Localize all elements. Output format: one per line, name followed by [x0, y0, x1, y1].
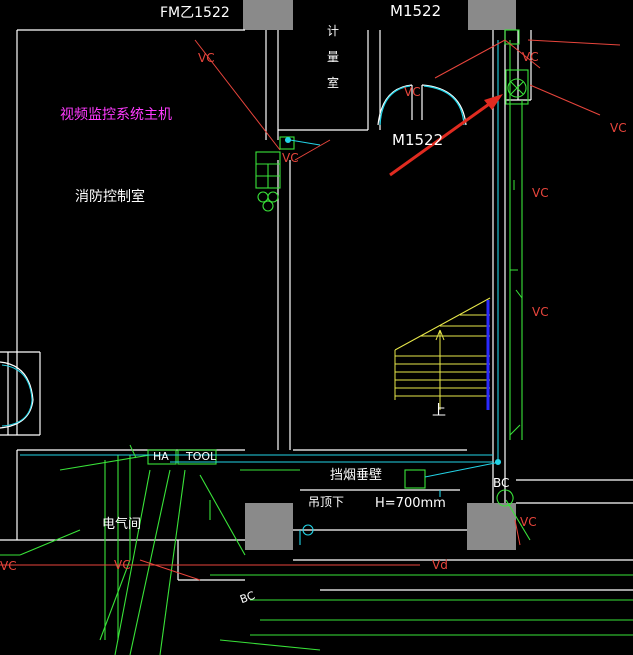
smoke-barrier-label: 挡烟垂壁 [330, 468, 383, 483]
electrical-room-label: 电气间 [102, 517, 142, 532]
vc-annotation: VC [114, 558, 131, 572]
suspended-ceiling-label: 吊顶下 [308, 495, 345, 509]
column [468, 0, 516, 30]
vc-annotation: VC [532, 305, 549, 319]
red-leaders [0, 39, 621, 581]
vc-annotation: VC [198, 51, 215, 65]
vc-annotation: VC [404, 85, 421, 99]
fm-door-label: FM乙1522 [160, 5, 230, 21]
stair-up-label: 上 [432, 403, 446, 419]
structural-columns [243, 0, 516, 550]
column [245, 503, 293, 550]
m1522-mid-label: M1522 [392, 131, 444, 149]
cyan-wiring [20, 40, 502, 545]
door-left-cyan [1, 364, 33, 427]
red-arrow-pointer [389, 94, 503, 177]
column [243, 0, 293, 30]
vc-annotation: VC [522, 50, 539, 64]
staircase [394, 297, 491, 410]
door-cyan [379, 85, 465, 126]
vc-annotation: VC [282, 151, 299, 165]
metering-room-label: 计量室 [326, 24, 339, 90]
tick-marks [129, 180, 523, 459]
green-wiring [0, 29, 633, 655]
height-note-label: H=700mm [375, 496, 446, 511]
vc-annotation: Vd [432, 558, 448, 572]
tool-box-label: TOOL [186, 450, 217, 463]
vc-annotation: VC [610, 121, 627, 135]
fire-control-room-label: 消防控制室 [75, 189, 145, 205]
bc-label: BC [493, 476, 510, 490]
m1522-top-label: M1522 [390, 2, 442, 20]
ha-box-label: HA [153, 450, 169, 463]
walls [0, 29, 633, 591]
vc-annotation: VC [520, 515, 537, 529]
column [467, 503, 516, 550]
video-surveillance-host-label: 视频监控系统主机 [60, 107, 172, 123]
vc-annotation: VC [0, 559, 17, 573]
vc-annotation: VC [532, 186, 549, 200]
